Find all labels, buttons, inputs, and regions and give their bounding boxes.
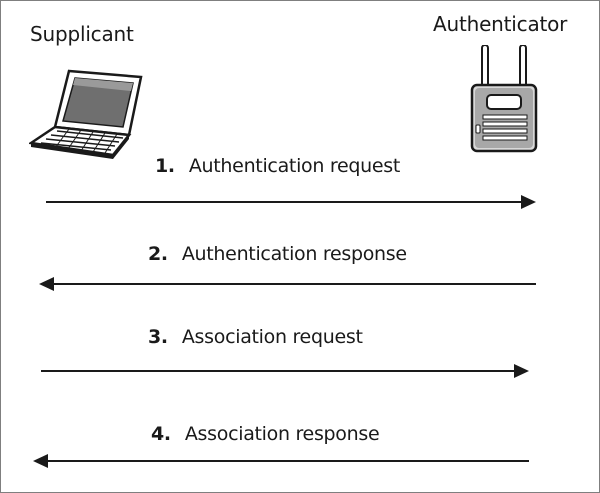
arrow-2 <box>39 277 536 291</box>
arrow-3 <box>41 364 529 378</box>
authenticator-label: Authenticator <box>433 12 568 36</box>
supplicant-label: Supplicant <box>30 22 134 46</box>
message-2-label: 2. Authentication response <box>148 243 407 265</box>
message-3-text: Association request <box>181 326 363 348</box>
message-1-number: 1. <box>155 155 175 177</box>
message-4-label: 4. Association response <box>151 423 380 445</box>
arrow-4 <box>33 454 529 468</box>
wireless-access-point-icon <box>470 45 538 153</box>
message-2-number: 2. <box>148 243 168 265</box>
message-3-label: 3. Association request <box>148 326 363 348</box>
message-2-text: Authentication response <box>181 243 407 265</box>
message-4-number: 4. <box>151 423 171 445</box>
message-4-text: Association response <box>184 423 380 445</box>
message-1-text: Authentication request <box>188 155 400 177</box>
laptop-icon <box>29 69 143 159</box>
arrow-1 <box>46 195 536 209</box>
message-3-number: 3. <box>148 326 168 348</box>
message-1-label: 1. Authentication request <box>155 155 400 177</box>
